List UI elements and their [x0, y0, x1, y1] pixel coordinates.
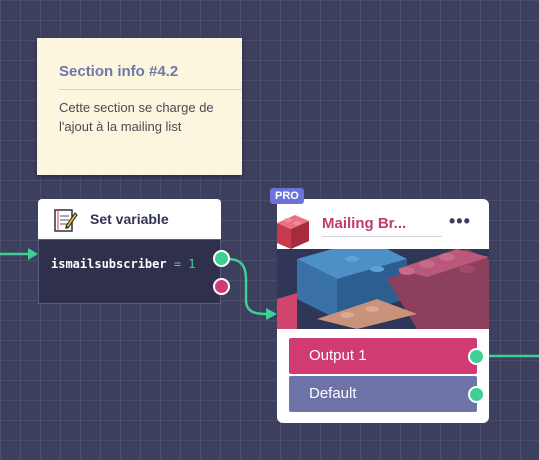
variable-value: 1	[188, 257, 196, 271]
connection-setvar-to-mailing[interactable]	[227, 257, 267, 316]
variable-name: ismailsubscriber	[51, 257, 167, 271]
variable-expression: ismailsubscriber = 1	[51, 257, 196, 271]
variable-operator: =	[173, 257, 182, 271]
connection-arrow	[266, 308, 277, 320]
lego-banner-image	[277, 249, 489, 329]
note-body: Cette section se charge de l'ajout à la …	[59, 100, 214, 134]
set-variable-success-port[interactable]	[213, 250, 230, 267]
incoming-arrow	[28, 248, 38, 260]
set-variable-title: Set variable	[90, 211, 169, 227]
lego-brick-icon	[277, 213, 309, 254]
mailing-block-header: Mailing Br... •••	[277, 199, 489, 249]
default-output-button[interactable]: Default	[289, 376, 477, 412]
pro-badge: PRO	[270, 188, 304, 204]
set-variable-fail-port[interactable]	[213, 278, 230, 295]
default-output-port[interactable]	[468, 386, 485, 403]
set-variable-body[interactable]: ismailsubscriber = 1	[38, 239, 221, 304]
notepad-pencil-icon	[52, 207, 78, 238]
section-note[interactable]: Section info #4.2 Cette section se charg…	[37, 38, 242, 175]
mailing-block-title[interactable]: Mailing Br...	[322, 215, 442, 237]
more-horizontal-icon[interactable]: •••	[449, 211, 471, 231]
note-divider	[59, 89, 242, 90]
output-1-button[interactable]: Output 1	[289, 338, 477, 374]
set-variable-header[interactable]: Set variable	[38, 199, 221, 239]
note-title: Section info #4.2	[59, 63, 179, 80]
mailing-block[interactable]: Mailing Br... ••• Output 1 Default	[277, 199, 489, 423]
output-1-port[interactable]	[468, 348, 485, 365]
